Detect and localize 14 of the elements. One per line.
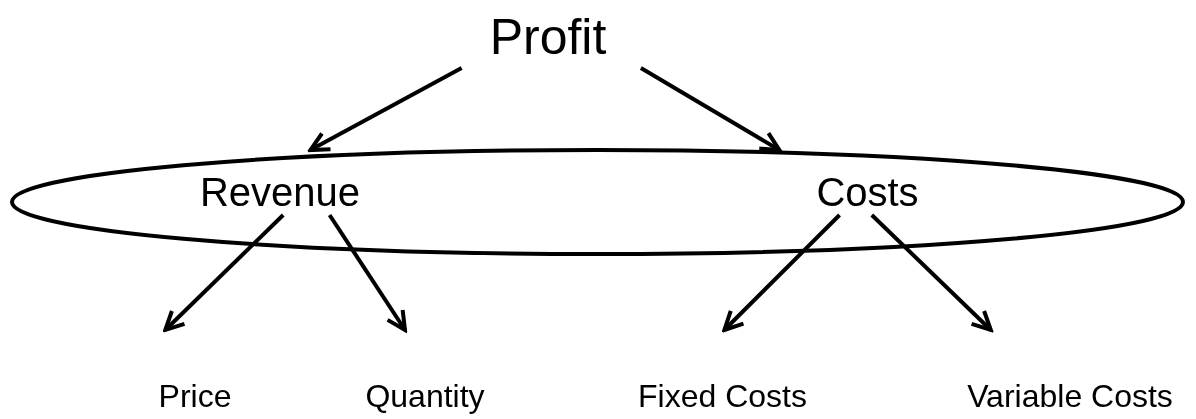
arrow (327, 213, 407, 332)
arrow (870, 213, 993, 332)
term-label: Variable Costs (967, 378, 1173, 415)
term-label: Fixed Costs (638, 378, 807, 415)
grouping-ellipse (10, 148, 1185, 256)
term-label: Quantity (365, 378, 485, 415)
arrow (163, 213, 285, 332)
term-label: Profit (489, 9, 607, 67)
term-label: Costs (816, 169, 919, 215)
arrow (308, 66, 463, 152)
term-label: Price (158, 378, 232, 415)
arrow (722, 213, 841, 332)
arrow (639, 66, 782, 152)
term-label: Revenue (199, 169, 361, 215)
